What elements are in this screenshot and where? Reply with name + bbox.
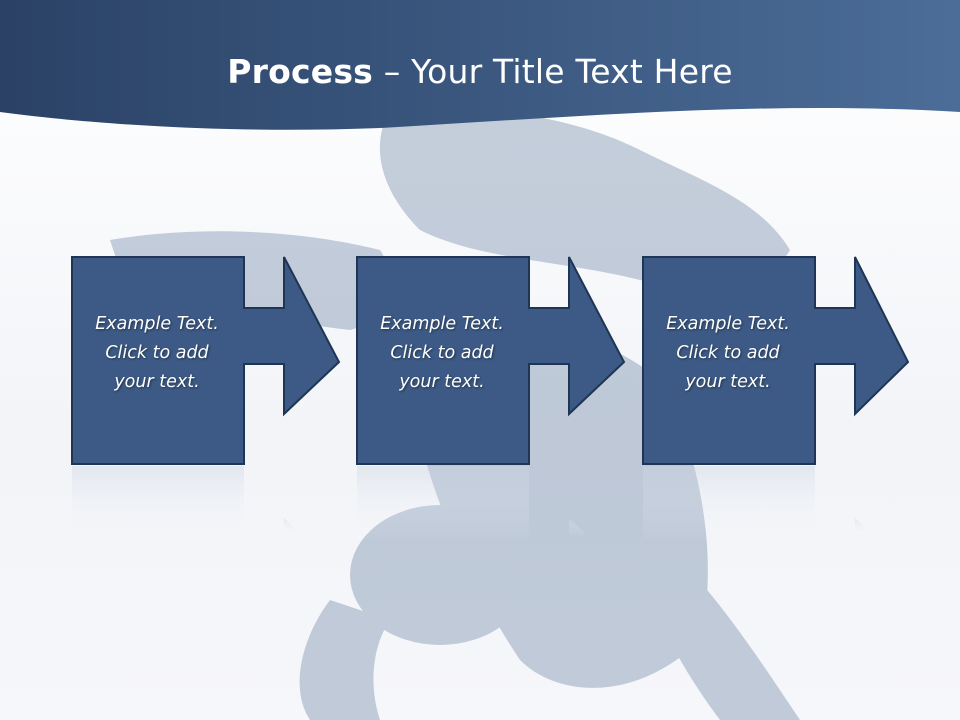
page-title[interactable]: Process – Your Title Text Here [0, 52, 960, 91]
step-arrow-shape [71, 256, 341, 465]
step-text: Example Text. Click to add your text. [642, 310, 814, 397]
title-rest: – Your Title Text Here [373, 52, 733, 91]
step-text-line: your text. [114, 372, 200, 392]
header-band [0, 0, 960, 130]
step-text-line: Example Text. [380, 314, 504, 334]
step-text: Example Text. Click to add your text. [71, 310, 243, 397]
step-text-line: your text. [685, 372, 771, 392]
step-text-line: Click to add [676, 343, 780, 363]
step-text-line: Example Text. [95, 314, 219, 334]
step-text-line: Click to add [105, 343, 209, 363]
step-arrow-shape [356, 256, 626, 465]
step-text: Example Text. Click to add your text. [356, 310, 528, 397]
step-reflection [72, 466, 303, 541]
step-text-line: Example Text. [666, 314, 790, 334]
step-reflection [357, 466, 588, 541]
title-bold: Process [227, 52, 374, 91]
step-arrow-shape [642, 256, 910, 465]
step-text-line: your text. [399, 372, 485, 392]
step-reflection [643, 466, 874, 541]
step-text-line: Click to add [390, 343, 494, 363]
